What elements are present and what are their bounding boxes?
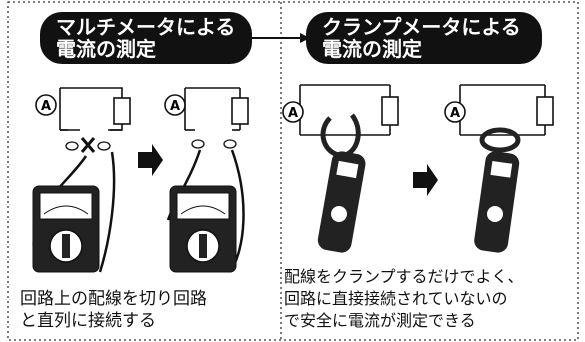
title-connector-arrow — [250, 33, 310, 43]
step-arrow-left — [138, 144, 163, 176]
step-arrow-right — [413, 164, 438, 196]
ammeter-symbol-left-2 — [164, 94, 186, 116]
caption-clampmeter-line1: 配線をクランプするだけでよく、 — [284, 267, 524, 286]
ammeter-symbol-left-1 — [35, 94, 57, 116]
title-clampmeter-line2: 電流の測定 — [322, 37, 422, 61]
ammeter-letter-3: A — [288, 106, 298, 121]
caption-multimeter-line1: 回路上の配線を切り回路 — [20, 289, 207, 309]
clamp-meter-1 — [317, 113, 366, 253]
caption-multimeter-line2: と直列に接続する — [20, 311, 156, 331]
left-circuit-series — [184, 87, 249, 131]
title-multimeter-line1: マルチメータによる — [56, 15, 236, 39]
ammeter-symbol-right-2 — [444, 101, 466, 123]
ammeter-letter-2: A — [170, 99, 180, 114]
clamp-meter-2 — [474, 127, 521, 253]
multimeter-1 — [32, 185, 100, 273]
title-multimeter-line2: 電流の測定 — [56, 37, 156, 61]
title-multimeter: マルチメータによる 電流の測定 — [40, 12, 252, 64]
ammeter-symbol-right-1 — [282, 101, 304, 123]
ammeter-letter-1: A — [41, 99, 51, 114]
multimeter-2 — [169, 185, 237, 273]
caption-clampmeter-line2: 回路に直接接続されていないの — [284, 289, 508, 308]
ammeter-letter-4: A — [450, 106, 460, 121]
right-circuit-1 — [299, 84, 399, 136]
left-circuit-cut — [59, 87, 131, 131]
wire-ends-left-2 — [191, 139, 237, 149]
right-circuit-2 — [459, 84, 554, 136]
title-clampmeter: クランプメータによる 電流の測定 — [306, 12, 542, 64]
cut-mark-x — [80, 137, 96, 153]
caption-clampmeter-line3: で安全に電流が測定できる — [284, 311, 476, 330]
wire-ends-left-1 — [65, 141, 111, 151]
caption-clampmeter: 配線をクランプするだけでよく、 回路に直接接続されていないの で安全に電流が測定… — [284, 266, 524, 332]
dotted-frame — [7, 1, 579, 341]
title-clampmeter-line1: クランプメータによる — [322, 15, 521, 39]
caption-multimeter: 回路上の配線を切り回路 と直列に接続する — [20, 288, 207, 332]
